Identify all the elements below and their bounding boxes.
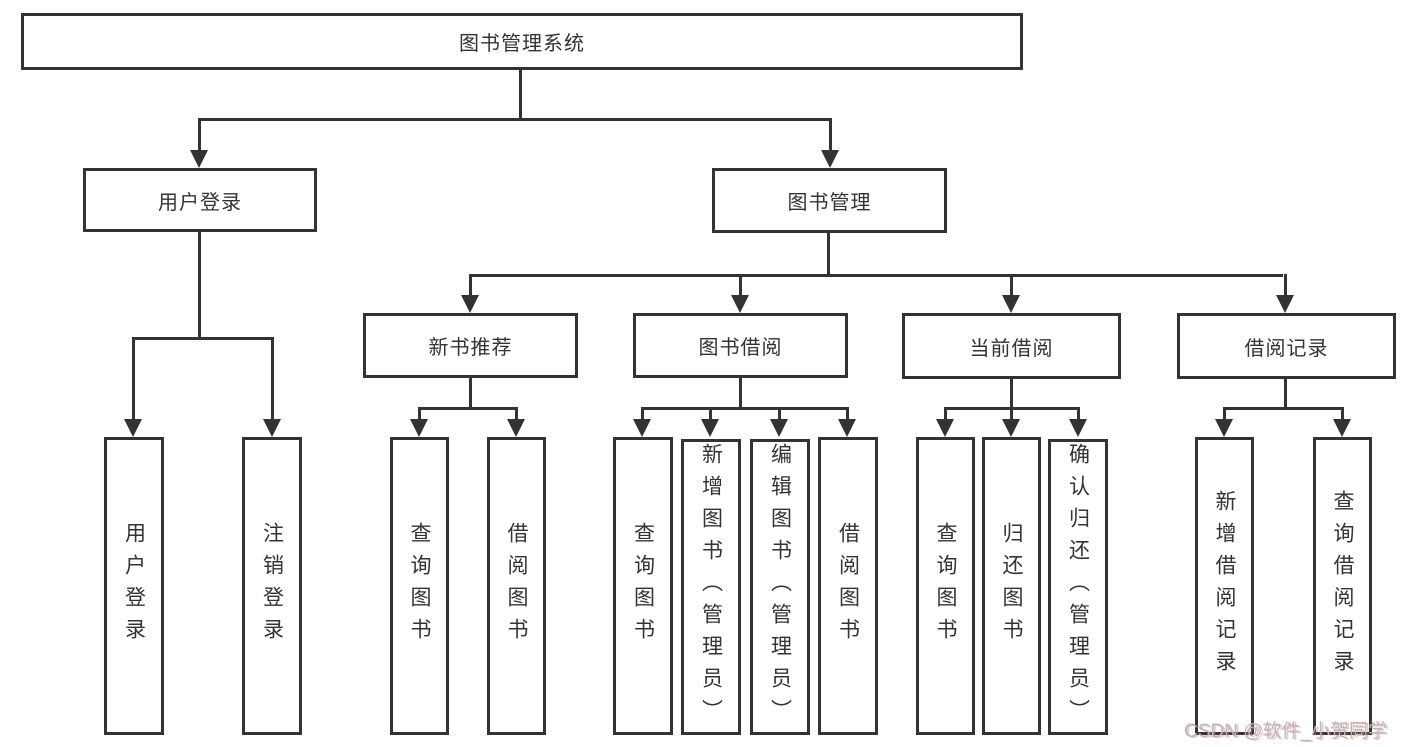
connector-line bbox=[469, 378, 472, 410]
arrow-down-icon bbox=[124, 419, 142, 437]
leaf-add-borrow-record: 新增借阅记录 bbox=[1195, 437, 1254, 735]
connector-line bbox=[271, 337, 274, 421]
node-book-management: 图书管理 bbox=[712, 168, 947, 233]
connector-line bbox=[739, 378, 742, 410]
arrow-down-icon bbox=[1002, 419, 1020, 437]
arrow-down-icon bbox=[821, 150, 839, 168]
arrow-down-icon bbox=[770, 419, 788, 437]
connector-line bbox=[1223, 407, 1226, 421]
arrow-down-icon bbox=[190, 150, 208, 168]
connector-line bbox=[418, 407, 421, 421]
arrow-down-icon bbox=[507, 419, 525, 437]
leaf-edit-books-admin: 编辑图书（管理员） bbox=[750, 439, 810, 735]
connector-line bbox=[198, 232, 201, 340]
leaf-return-books: 归还图书 bbox=[982, 437, 1041, 735]
arrow-down-icon bbox=[461, 295, 479, 313]
node-current-borrowing: 当前借阅 bbox=[902, 313, 1121, 379]
node-new-book-recommend: 新书推荐 bbox=[363, 313, 578, 378]
connector-line bbox=[469, 274, 472, 297]
connector-line bbox=[709, 407, 712, 421]
connector-line bbox=[944, 407, 947, 421]
arrow-down-icon bbox=[1215, 419, 1233, 437]
connector-line bbox=[778, 407, 781, 421]
connector-line bbox=[1284, 274, 1287, 297]
connector-line bbox=[1010, 379, 1013, 410]
leaf-query-borrow-record: 查询借阅记录 bbox=[1313, 437, 1372, 735]
arrow-down-icon bbox=[1333, 419, 1351, 437]
leaf-query-books-recommend: 查询图书 bbox=[390, 437, 449, 735]
leaf-query-books-borrowing: 查询图书 bbox=[613, 437, 673, 735]
connector-line bbox=[641, 407, 644, 421]
connector-line bbox=[1223, 407, 1344, 410]
node-borrowing-records: 借阅记录 bbox=[1177, 313, 1396, 379]
connector-line bbox=[846, 407, 849, 421]
connector-line bbox=[1284, 379, 1287, 410]
leaf-confirm-return-admin: 确认归还（管理员） bbox=[1048, 439, 1108, 735]
leaf-borrow-books-recommend: 借阅图书 bbox=[487, 437, 546, 735]
arrow-down-icon bbox=[633, 419, 651, 437]
connector-line bbox=[739, 274, 742, 297]
connector-line bbox=[1010, 274, 1013, 297]
connector-line bbox=[829, 118, 832, 152]
leaf-borrow-books: 借阅图书 bbox=[818, 437, 878, 735]
leaf-add-books-admin: 新增图书（管理员） bbox=[681, 439, 741, 735]
connector-line bbox=[132, 337, 135, 421]
node-book-borrowing: 图书借阅 bbox=[633, 313, 848, 378]
arrow-down-icon bbox=[1069, 419, 1087, 437]
connector-line bbox=[469, 274, 1283, 277]
arrow-down-icon bbox=[701, 419, 719, 437]
arrow-down-icon bbox=[263, 419, 281, 437]
arrow-down-icon bbox=[838, 419, 856, 437]
arrow-down-icon bbox=[1276, 295, 1294, 313]
connector-line bbox=[641, 407, 849, 410]
connector-line bbox=[1077, 407, 1080, 421]
connector-line bbox=[418, 407, 518, 410]
connector-line bbox=[132, 337, 274, 340]
node-user-login: 用户登录 bbox=[83, 168, 317, 232]
arrow-down-icon bbox=[731, 295, 749, 313]
connector-line bbox=[1010, 407, 1013, 421]
connector-line bbox=[198, 118, 201, 152]
arrow-down-icon bbox=[410, 419, 428, 437]
leaf-logout: 注销登录 bbox=[242, 437, 302, 735]
connector-line bbox=[519, 70, 522, 121]
connector-line bbox=[827, 233, 830, 277]
leaf-query-books-current: 查询图书 bbox=[916, 437, 975, 735]
connector-line bbox=[1341, 407, 1344, 421]
connector-line bbox=[198, 118, 832, 121]
arrow-down-icon bbox=[936, 419, 954, 437]
connector-line bbox=[515, 407, 518, 421]
leaf-user-login: 用户登录 bbox=[104, 437, 164, 735]
csdn-watermark: CSDN @软件_小贺同学 bbox=[1184, 721, 1387, 742]
node-library-system: 图书管理系统 bbox=[21, 13, 1023, 70]
arrow-down-icon bbox=[1002, 295, 1020, 313]
